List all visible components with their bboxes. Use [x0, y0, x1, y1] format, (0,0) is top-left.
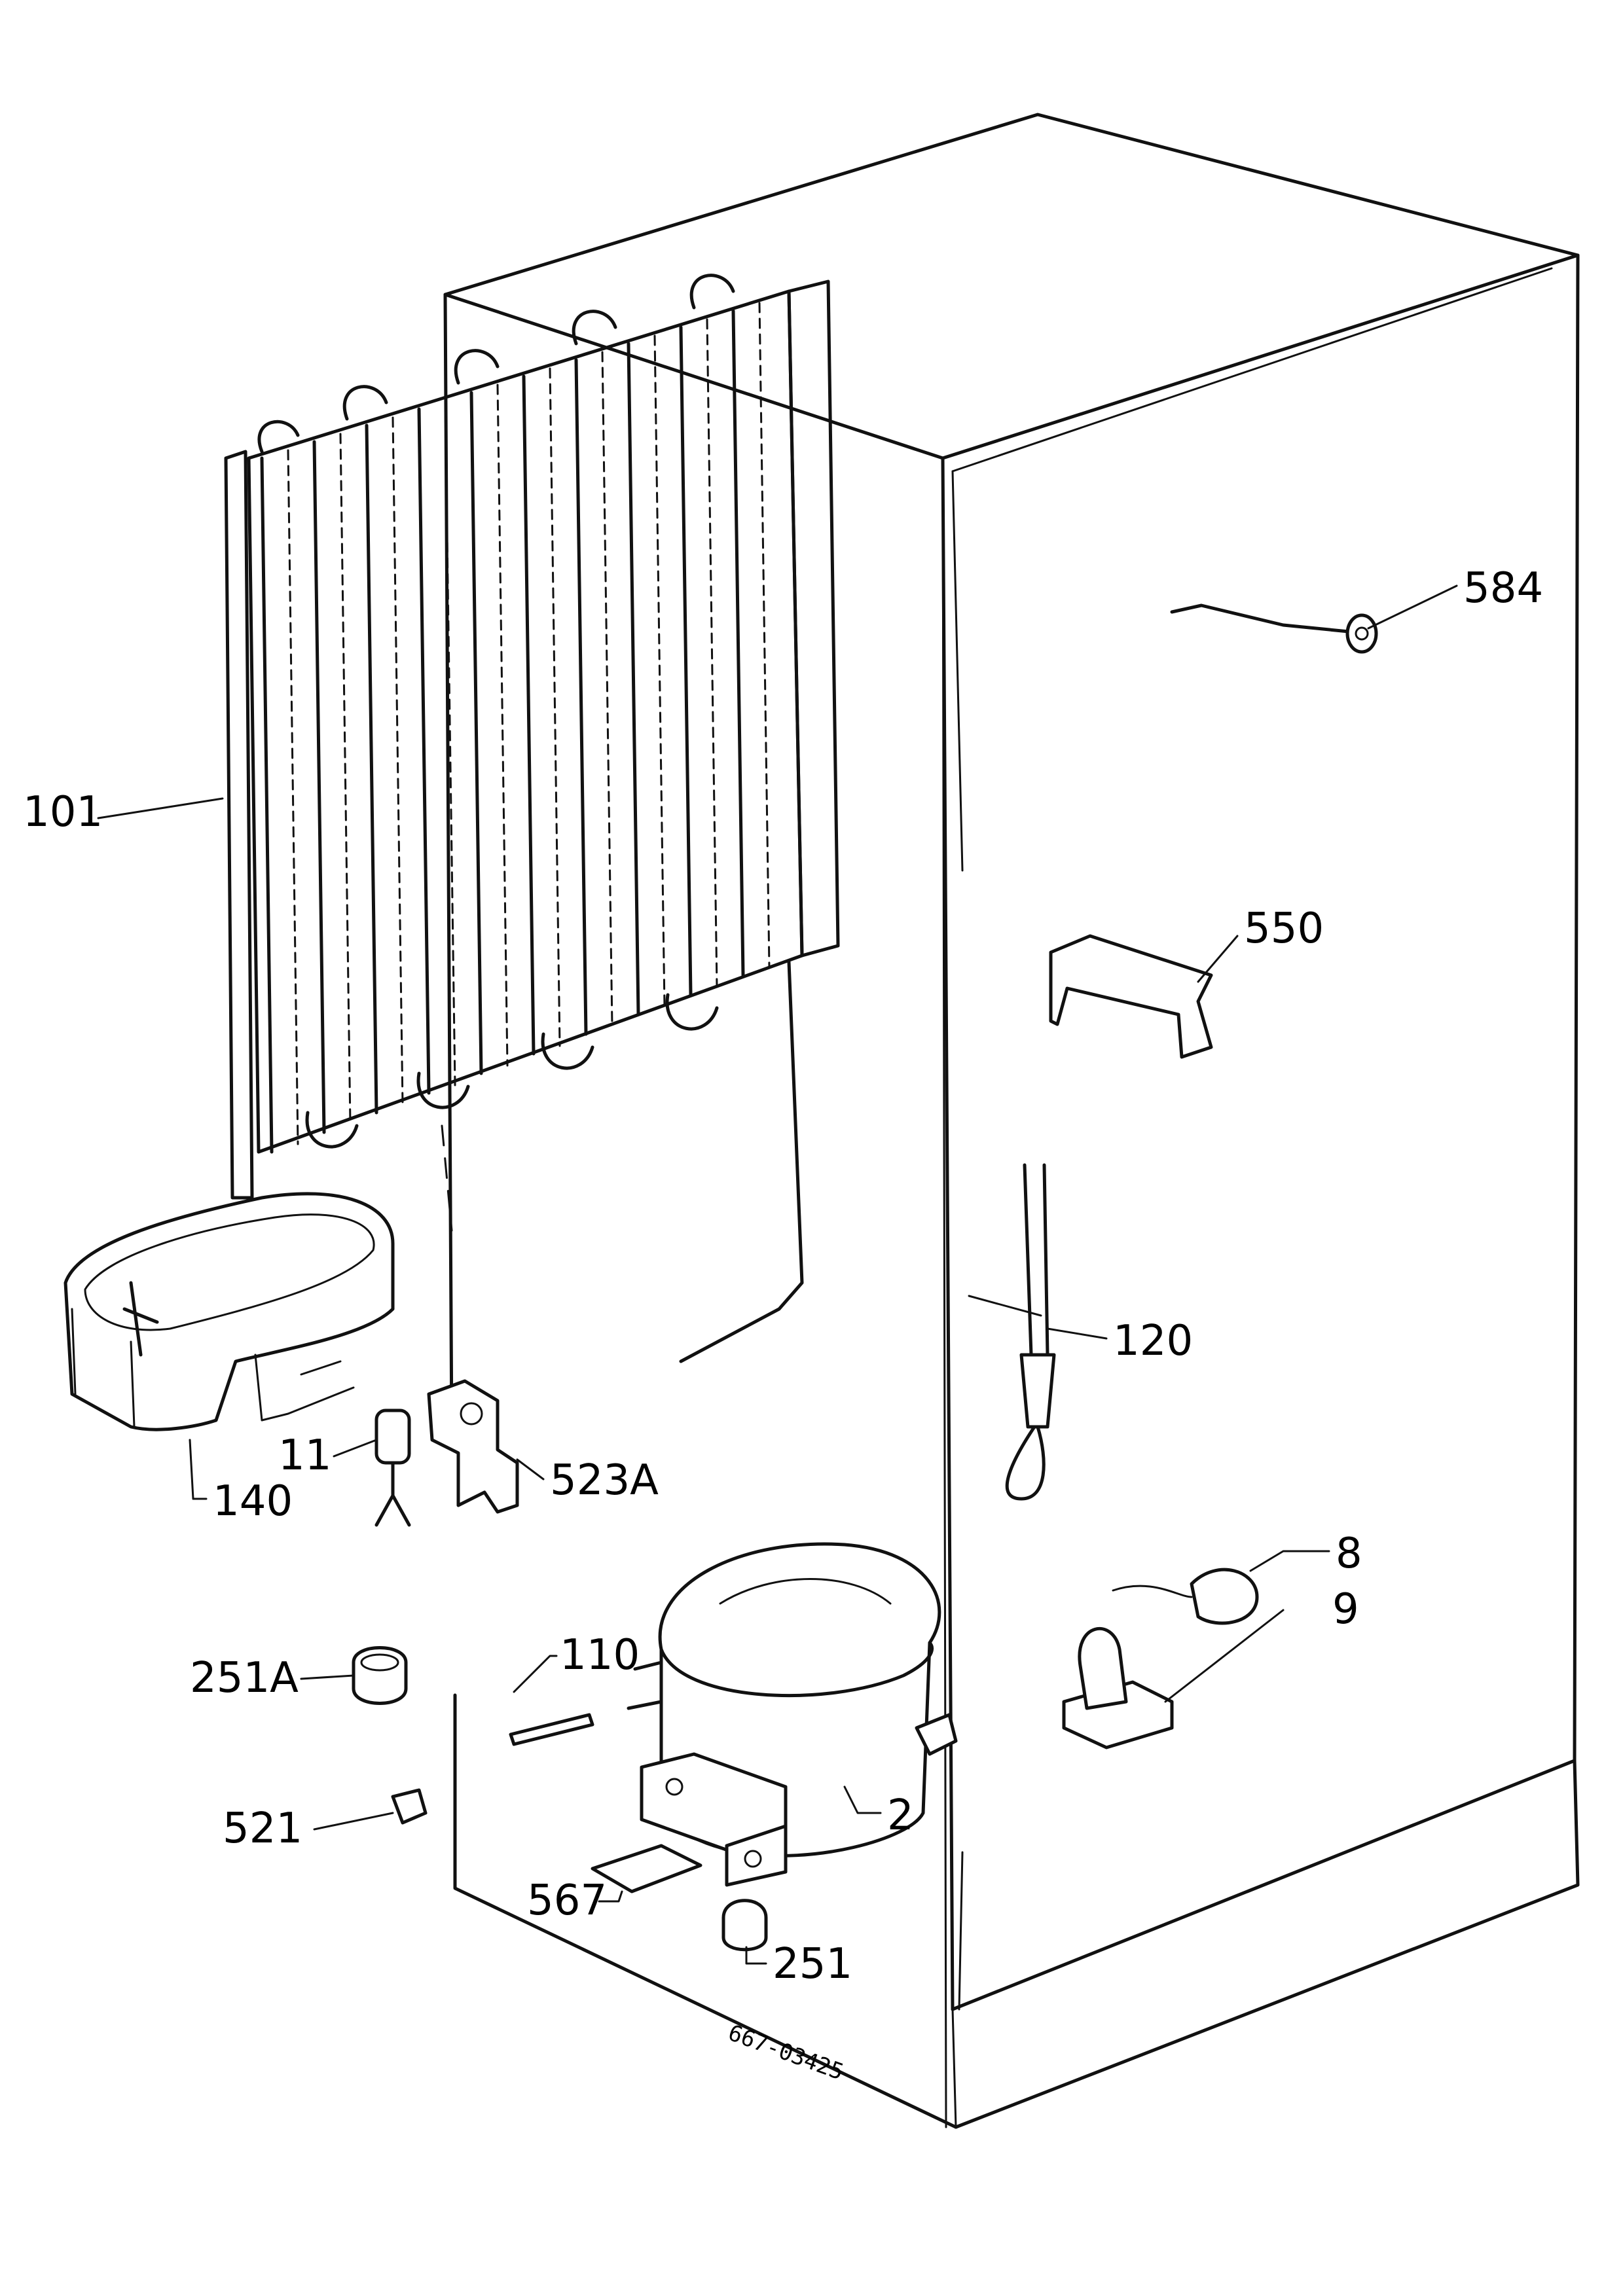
- callout-521: 521: [223, 1804, 302, 1853]
- condenser-tube: [469, 391, 483, 1075]
- callout-110: 110: [560, 1631, 640, 1679]
- condenser-tube: [627, 342, 640, 1016]
- overload-protector-8: [1112, 1568, 1259, 1625]
- starter-relay-9: [1062, 1626, 1174, 1749]
- drip-tray: [64, 1192, 395, 1431]
- condenser-fin: [706, 318, 718, 988]
- condenser-tube: [522, 374, 536, 1056]
- condenser-fin: [653, 334, 666, 1008]
- callout-251: 251: [773, 1940, 852, 1988]
- capacitor-11: [374, 1408, 411, 1527]
- bracket-550: [1049, 934, 1213, 1059]
- screw-521: [391, 1788, 428, 1825]
- condenser-fin: [496, 384, 509, 1067]
- relay-bracket-523A: [427, 1379, 519, 1514]
- condenser-tube: [574, 358, 588, 1036]
- condenser-tubes: [260, 302, 771, 1154]
- callout-140: 140: [213, 1477, 293, 1526]
- condenser-fin: [392, 416, 404, 1106]
- condenser-fin: [287, 449, 299, 1145]
- condenser-fin: [339, 433, 352, 1126]
- callout-120: 120: [1113, 1317, 1193, 1365]
- condenser-fin: [444, 400, 456, 1086]
- leader-lines: [97, 584, 1458, 1965]
- condenser-fin: [758, 302, 771, 969]
- thermostat-capillary: [968, 1163, 1056, 1501]
- compressor: [627, 1542, 958, 1887]
- nut-251: [721, 1899, 768, 1952]
- condenser-fin: [601, 351, 613, 1028]
- condenser-tube: [260, 456, 274, 1154]
- drawing-code: 667-03425: [725, 2020, 847, 2086]
- condenser-coil: [224, 274, 840, 1363]
- condenser-tube: [365, 423, 378, 1115]
- callout-9: 9: [1332, 1585, 1359, 1634]
- callout-567: 567: [527, 1876, 607, 1925]
- callout-584: 584: [1463, 564, 1543, 613]
- refrigerator-cabinet: [443, 113, 1580, 2129]
- callout-11: 11: [278, 1431, 331, 1480]
- condenser-tube: [679, 325, 693, 997]
- condenser-fin: [549, 367, 561, 1047]
- condenser-tube: [417, 407, 431, 1095]
- plate-567: [591, 1844, 702, 1893]
- callout-251A: 251A: [190, 1654, 299, 1702]
- callout-101: 101: [23, 788, 103, 836]
- callout-550: 550: [1244, 905, 1324, 953]
- wire-grommet-584: [1170, 603, 1378, 654]
- callout-523A: 523A: [550, 1456, 659, 1505]
- callout-2: 2: [887, 1791, 914, 1840]
- condenser-tube: [731, 309, 745, 977]
- callout-8: 8: [1336, 1530, 1362, 1578]
- rod-110: [509, 1713, 594, 1746]
- grommet-251A: [352, 1646, 408, 1705]
- condenser-tube: [312, 440, 326, 1134]
